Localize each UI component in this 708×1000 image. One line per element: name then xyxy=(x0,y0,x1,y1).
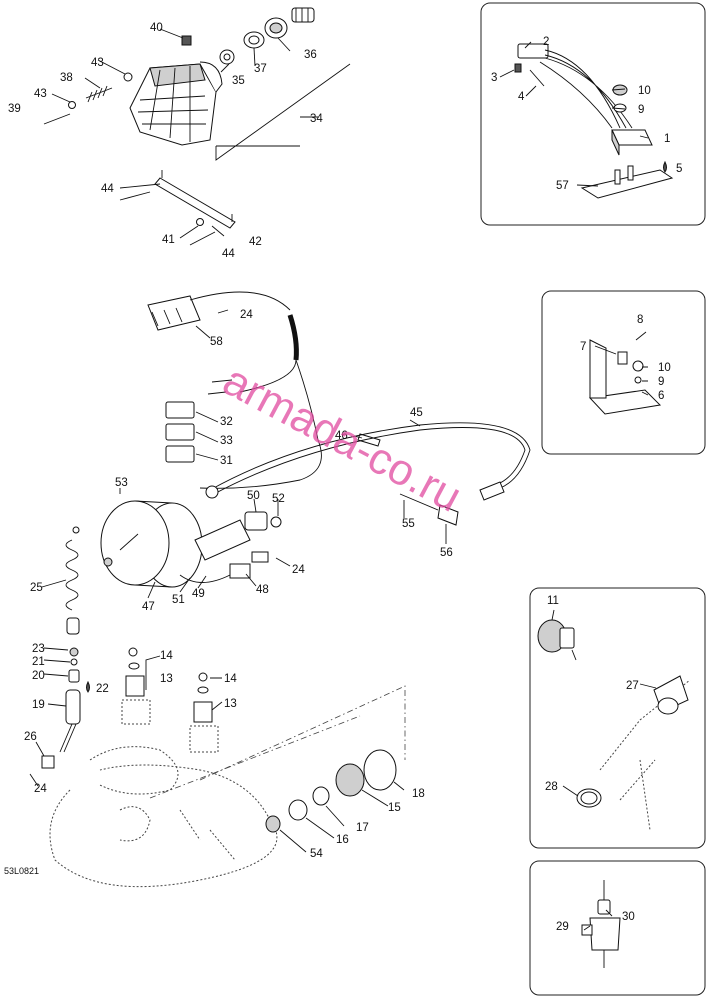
callout-5: 5 xyxy=(676,163,682,175)
headlight-assembly xyxy=(43,7,351,161)
callout-16: 16 xyxy=(336,834,349,846)
callout-27: 27 xyxy=(626,680,639,692)
callout-22: 22 xyxy=(96,683,109,695)
switches xyxy=(121,647,219,753)
callout-11: 11 xyxy=(547,595,559,607)
callout-44-bottom: 44 xyxy=(222,248,235,260)
diagram-reference: 53L0821 xyxy=(4,866,39,876)
callout-25: 25 xyxy=(30,582,43,594)
leader-lines xyxy=(29,28,657,931)
callout-29: 29 xyxy=(556,921,569,933)
callout-54: 54 xyxy=(310,848,323,860)
callout-26: 26 xyxy=(24,731,37,743)
gauge-parts xyxy=(265,749,397,833)
callout-38: 38 xyxy=(60,72,73,84)
callout-45: 45 xyxy=(410,407,423,419)
callout-19: 19 xyxy=(32,699,45,711)
callout-35: 35 xyxy=(232,75,245,87)
callout-10-mid: 10 xyxy=(658,362,671,374)
socket-part xyxy=(537,619,691,831)
callout-9-top: 9 xyxy=(638,104,644,116)
callout-37: 37 xyxy=(254,63,267,75)
callout-24-bottom: 24 xyxy=(34,783,47,795)
callout-24-mid: 24 xyxy=(292,564,305,576)
callout-24-top: 24 xyxy=(240,309,253,321)
wiring-harness xyxy=(147,291,381,489)
callout-9-mid: 9 xyxy=(658,376,664,388)
callout-36: 36 xyxy=(304,49,317,61)
sender-column xyxy=(41,526,90,769)
callout-42: 42 xyxy=(249,236,262,248)
callout-2: 2 xyxy=(543,36,549,48)
callout-33: 33 xyxy=(220,435,233,447)
inset-frame-bracket xyxy=(541,290,706,455)
callout-34: 34 xyxy=(310,113,323,125)
callout-17: 17 xyxy=(356,822,369,834)
callout-48: 48 xyxy=(256,584,269,596)
callout-31: 31 xyxy=(220,455,233,467)
callout-8: 8 xyxy=(637,314,643,326)
callout-57: 57 xyxy=(556,180,569,192)
callout-32: 32 xyxy=(220,416,233,428)
callout-labels: 40 36 37 35 43 38 43 39 34 44 41 42 44 2… xyxy=(4,22,682,933)
callout-40: 40 xyxy=(150,22,163,34)
callout-21: 21 xyxy=(32,656,45,668)
callout-28: 28 xyxy=(545,781,558,793)
callout-56: 56 xyxy=(440,547,453,559)
callout-13-right: 13 xyxy=(224,698,237,710)
callout-3: 3 xyxy=(491,72,497,84)
callout-6: 6 xyxy=(658,390,664,402)
mounting-bracket xyxy=(588,331,662,415)
callout-58: 58 xyxy=(210,336,223,348)
headlight-bracket xyxy=(119,170,236,246)
callout-52: 52 xyxy=(272,493,285,505)
callout-20: 20 xyxy=(32,670,45,682)
callout-55: 55 xyxy=(402,518,415,530)
callout-23: 23 xyxy=(32,643,45,655)
callout-18: 18 xyxy=(412,788,425,800)
callout-41: 41 xyxy=(162,234,175,246)
console-outline xyxy=(49,685,406,888)
valve-part xyxy=(581,880,621,968)
callout-49: 49 xyxy=(192,588,205,600)
callout-44-top: 44 xyxy=(101,183,114,195)
callout-14-left: 14 xyxy=(160,650,173,662)
callout-46: 46 xyxy=(335,430,348,442)
callout-4: 4 xyxy=(518,91,525,103)
speedometer-gauge xyxy=(100,500,282,588)
callout-53: 53 xyxy=(115,477,128,489)
ignition-module xyxy=(514,43,674,199)
callout-10-top: 10 xyxy=(638,85,651,97)
callout-15: 15 xyxy=(388,802,401,814)
inset-frame-socket xyxy=(529,587,706,849)
callout-47: 47 xyxy=(142,601,155,613)
callout-13-left: 13 xyxy=(160,673,173,685)
speedometer-cable xyxy=(205,422,531,526)
callout-39: 39 xyxy=(8,103,21,115)
callout-1: 1 xyxy=(664,133,670,145)
callout-43-top: 43 xyxy=(91,57,104,69)
callout-30: 30 xyxy=(622,911,635,923)
callout-50: 50 xyxy=(247,490,260,502)
callout-51: 51 xyxy=(172,594,185,606)
callout-14-right: 14 xyxy=(224,673,237,685)
callout-43-left: 43 xyxy=(34,88,47,100)
callout-7: 7 xyxy=(580,341,586,353)
